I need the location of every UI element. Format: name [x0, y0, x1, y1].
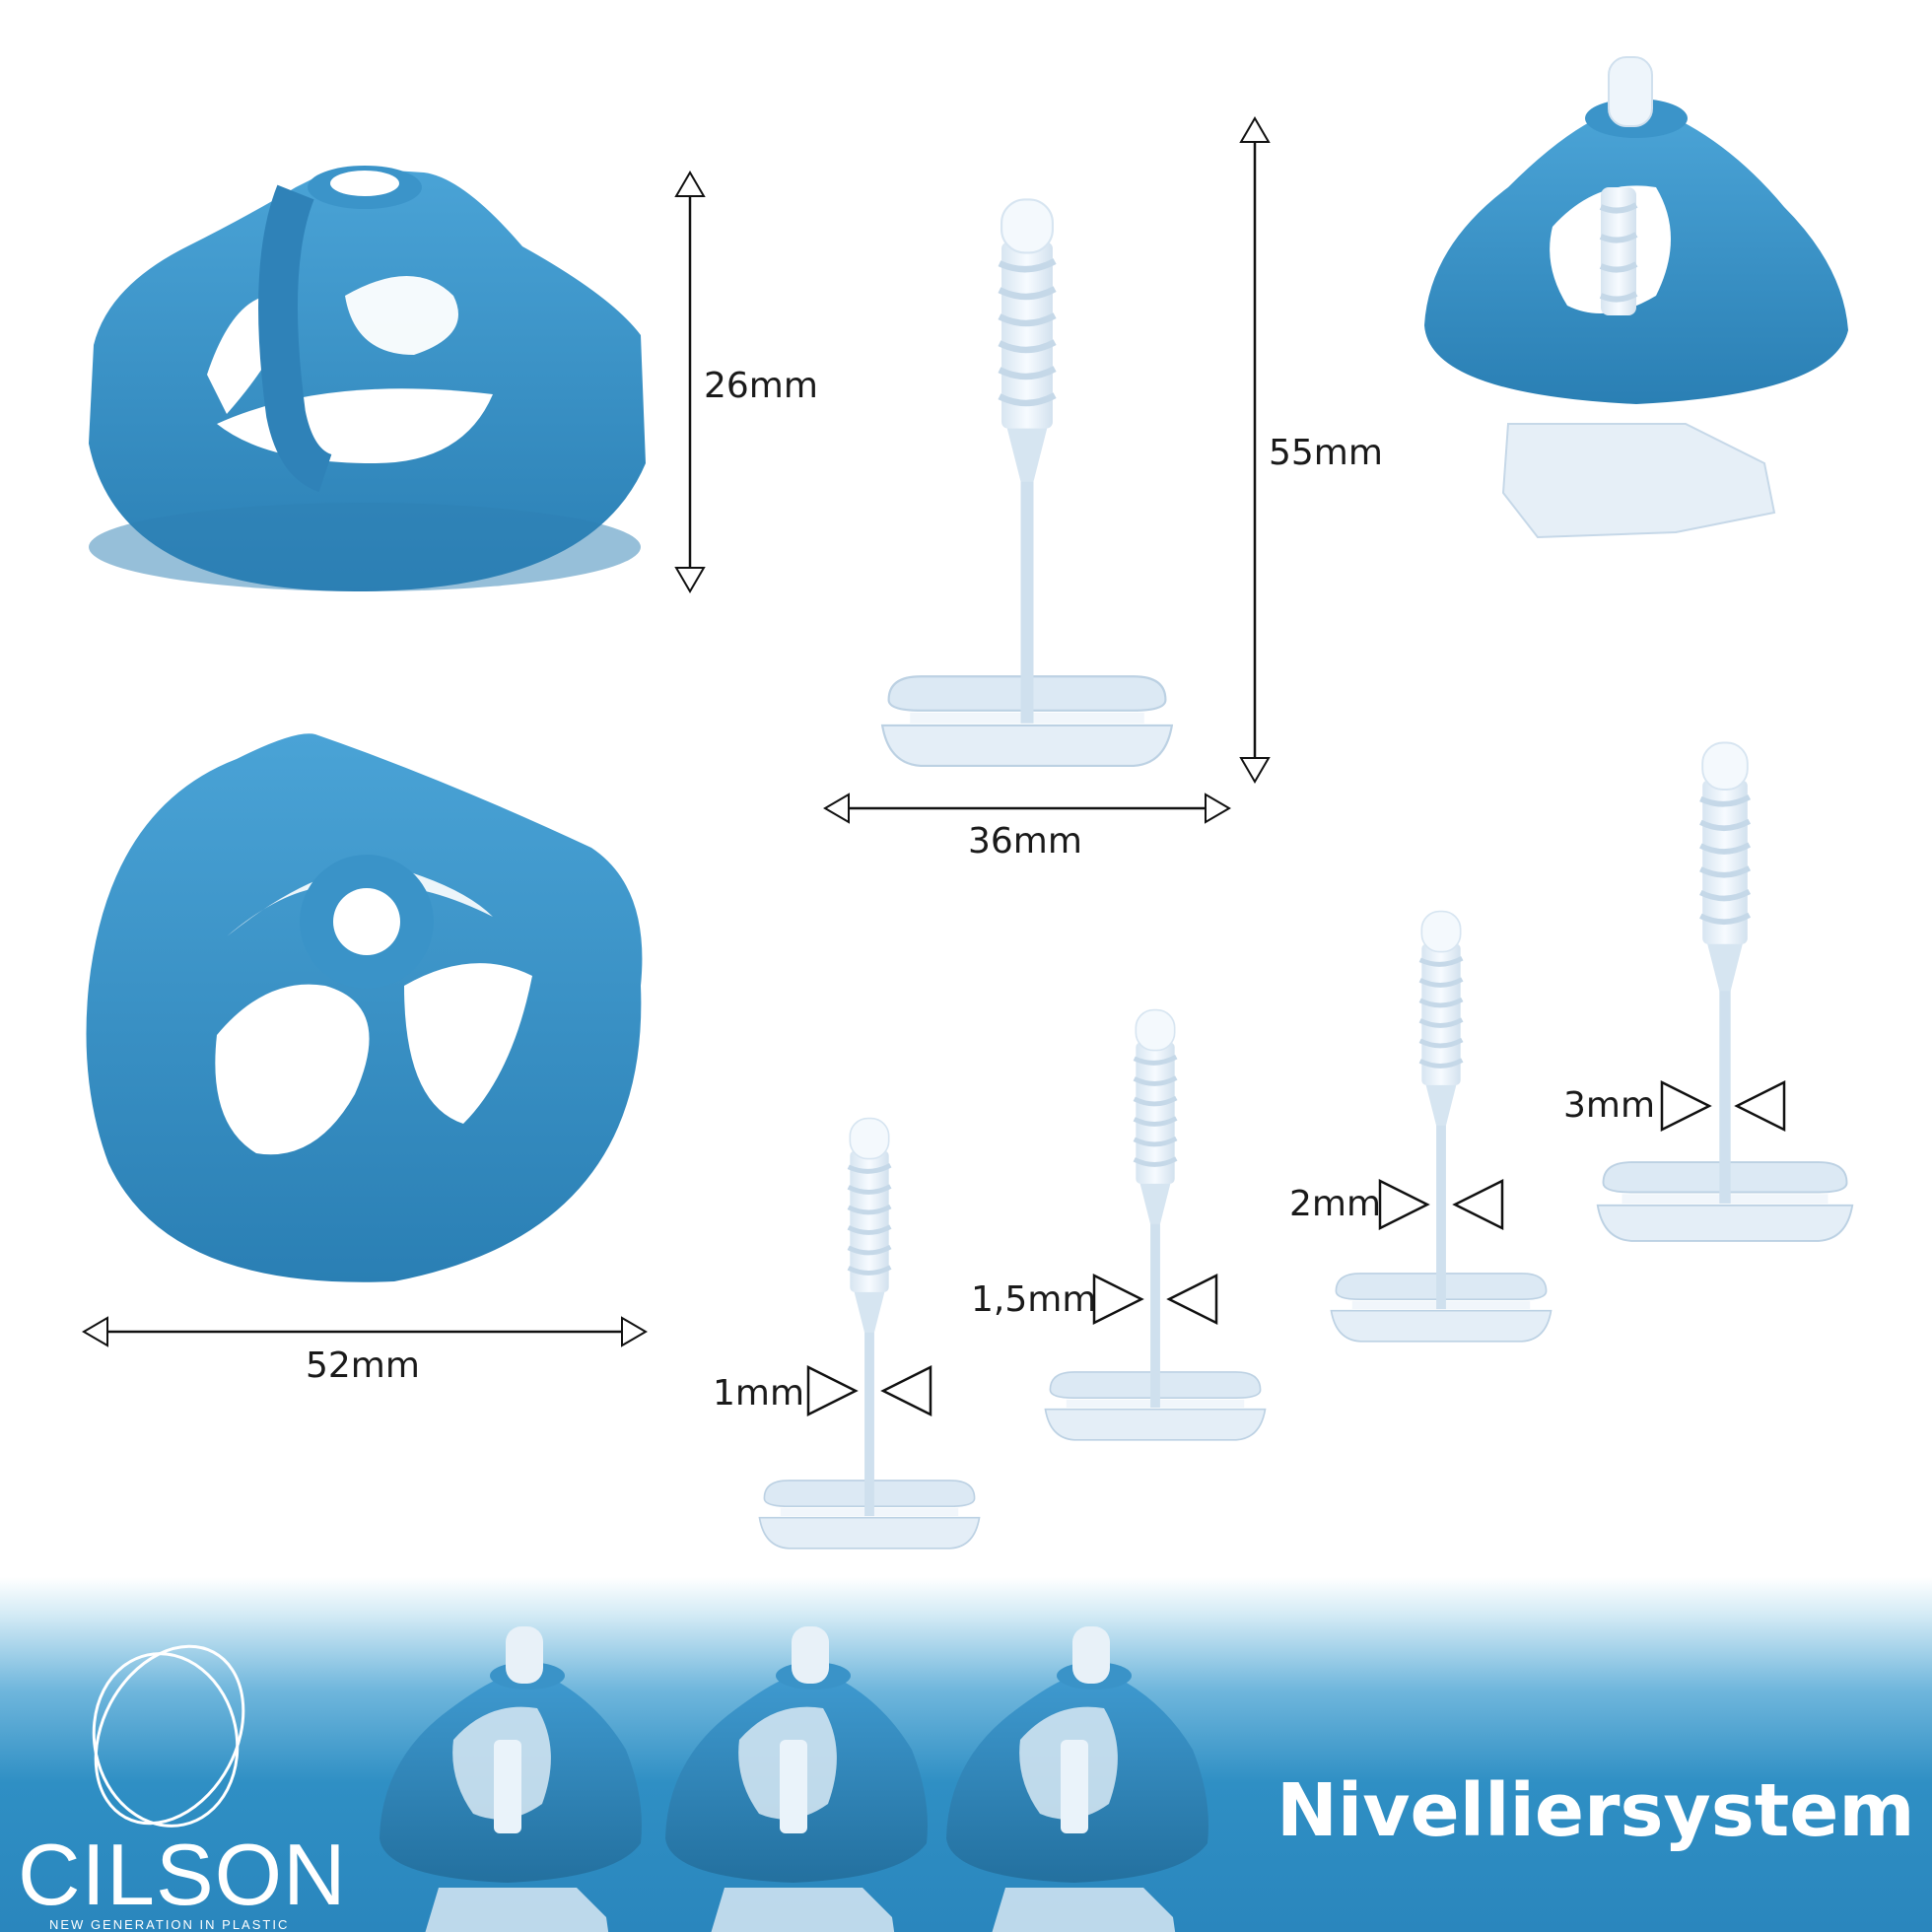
dimension-55mm-line: [1240, 117, 1270, 783]
pin-base-width-label: 36mm: [968, 821, 1082, 862]
thickness-label-1-5mm: 1,5mm: [971, 1279, 1097, 1320]
cap-side-view: [89, 166, 646, 591]
dimension-36mm-line: [824, 794, 1230, 823]
cap-top-view: [86, 733, 643, 1282]
banner-leveler-2: [665, 1626, 928, 1932]
cap-height-label: 26mm: [704, 366, 818, 406]
banner-leveler-1: [380, 1626, 642, 1932]
thickness-label-2mm: 2mm: [1289, 1184, 1382, 1224]
thickness-label-1mm: 1mm: [713, 1373, 805, 1414]
assembled-leveler: [1424, 56, 1848, 539]
bottom-banner: [0, 1577, 1932, 1932]
cap-diameter-label: 52mm: [306, 1346, 420, 1386]
cilson-orbit-logo: [92, 1644, 245, 1828]
pin-height-label: 55mm: [1269, 433, 1383, 473]
brand-tagline: NEW GENERATION IN PLASTIC: [49, 1917, 290, 1932]
brand-name: CILSON: [18, 1826, 347, 1923]
dimension-52mm-line: [83, 1317, 647, 1346]
thickness-label-3mm: 3mm: [1563, 1085, 1656, 1126]
dimension-26mm-line: [675, 172, 705, 592]
banner-leveler-3: [946, 1626, 1208, 1932]
headline: Nivelliersystem: [1276, 1768, 1915, 1853]
